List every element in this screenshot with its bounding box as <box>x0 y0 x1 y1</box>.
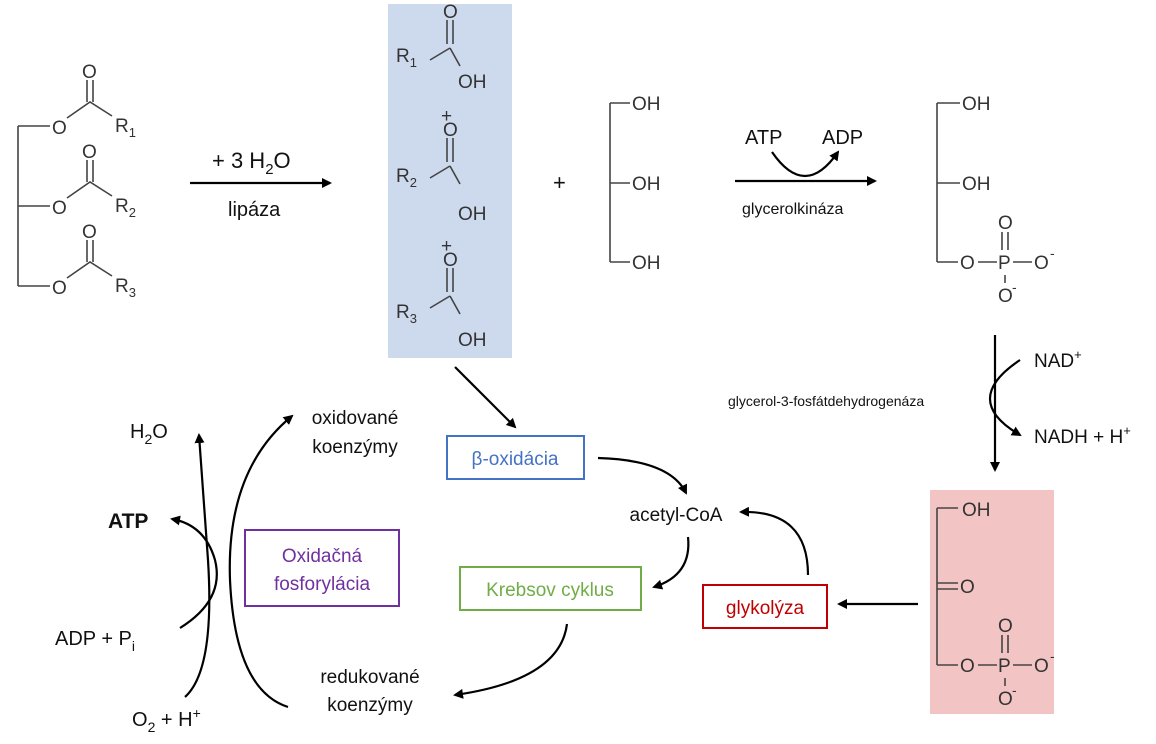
lipase-label: lipáza <box>228 199 281 221</box>
nad-curve <box>989 359 1022 437</box>
tg-r1: R <box>115 116 129 137</box>
fa-r1: R <box>396 46 410 67</box>
glycolysis-label: glykolýza <box>726 598 805 619</box>
acetyl-coa-label: acetyl-CoA <box>630 505 723 526</box>
fa-r3: R <box>396 302 410 323</box>
plus-glycerol: + <box>553 170 566 195</box>
fa3-oh: OH <box>458 330 487 351</box>
adp-to-atp-arrow <box>170 515 218 629</box>
svg-text:P: P <box>998 253 1011 274</box>
tg-carbonyl-o3: O <box>82 222 97 243</box>
svg-text:O: O <box>960 253 975 274</box>
nad-label: NAD+ <box>1034 347 1082 372</box>
svg-text:O: O <box>960 656 975 677</box>
svg-text:OH: OH <box>962 174 991 195</box>
kinase-label: glycerolkináza <box>742 201 843 218</box>
tg-r3: R <box>115 276 129 297</box>
svg-text:OH: OH <box>962 94 991 115</box>
svg-text:O: O <box>998 616 1013 637</box>
tg-o1: O <box>52 118 67 139</box>
adp-pi-label: ADP + Pi <box>55 628 135 654</box>
fa1-oh: OH <box>458 72 487 93</box>
fa3-o: O <box>443 250 458 271</box>
svg-text:P: P <box>998 656 1011 677</box>
svg-text:-: - <box>1012 279 1017 295</box>
fatty-acid-highlight-box <box>388 4 512 358</box>
hydrolysis-reagent: + 3 H2O <box>212 148 291 178</box>
svg-text:R1: R1 <box>396 46 417 70</box>
glycerol-3-phosphate: OH OH O P O - O O - <box>936 94 1055 307</box>
svg-text:R2: R2 <box>396 166 417 190</box>
dihydroxyacetone-phosphate: OH O O P O - O O - <box>936 500 1055 710</box>
beta-oxidation-label: β-oxidácia <box>472 449 559 470</box>
tg-r1-sub: 1 <box>129 125 136 140</box>
kinase-adp: ADP <box>822 127 863 149</box>
fa2-o: O <box>443 120 458 141</box>
svg-text:R3: R3 <box>115 276 136 300</box>
fa-r3-sub: 3 <box>410 311 417 326</box>
tg-r3-sub: 3 <box>129 285 136 300</box>
glycolysis-box[interactable] <box>702 584 828 629</box>
svg-text:O: O <box>1034 656 1049 677</box>
water-label: H2O <box>130 421 168 447</box>
svg-text:O: O <box>1034 253 1049 274</box>
oxphos-line2: fosforylácia <box>274 574 371 595</box>
krebs-cycle-box[interactable] <box>459 566 642 611</box>
plus-1: + <box>441 106 452 127</box>
svg-text:R2: R2 <box>115 196 136 220</box>
tg-carbonyl-o2: O <box>82 142 97 163</box>
tg-r2-sub: 2 <box>129 205 136 220</box>
oxygen-proton-label: O2 + H+ <box>132 705 201 735</box>
tg-carbonyl-o1: O <box>82 62 97 83</box>
fa-r2-sub: 2 <box>410 175 417 190</box>
oxidative-phosphorylation-box[interactable] <box>244 529 400 607</box>
tg-r2: R <box>115 196 129 217</box>
atp-adp-curve <box>771 150 840 178</box>
svg-text:OH: OH <box>632 94 661 115</box>
svg-text:-: - <box>1012 682 1017 698</box>
svg-text:OH: OH <box>962 500 991 521</box>
oxphos-line1: Oxidačná <box>282 546 363 567</box>
svg-text:OH: OH <box>632 174 661 195</box>
svg-text:R3: R3 <box>396 302 417 326</box>
svg-text:O: O <box>998 286 1013 307</box>
tg-o3: O <box>52 278 67 299</box>
fa1-o: O <box>443 2 458 23</box>
oxidized-coenzymes-1: oxidované <box>312 408 399 429</box>
svg-text:R1: R1 <box>115 116 136 140</box>
glycerol-structure: OH OH OH <box>609 94 661 274</box>
svg-text:OH: OH <box>632 253 661 274</box>
svg-text:-: - <box>1050 245 1055 261</box>
plus-2: + <box>441 236 452 257</box>
beta-oxidation-box[interactable] <box>446 435 585 480</box>
krebs-to-reduced-arrow <box>453 623 569 699</box>
triglyceride-structure: O O R1 O O R2 O O R3 <box>17 62 136 300</box>
svg-text:-: - <box>1050 648 1055 664</box>
dhap-highlight-box <box>930 490 1054 714</box>
krebs-cycle-label: Krebsov cyklus <box>486 580 614 601</box>
fa-r2: R <box>396 166 410 187</box>
reduced-coenzymes-2: koenzýmy <box>327 695 413 716</box>
fa-to-beta-arrow <box>454 366 517 429</box>
svg-text:O: O <box>998 689 1013 710</box>
beta-to-acetyl-arrow <box>597 456 688 495</box>
fa2-oh: OH <box>458 204 487 225</box>
dehydrogenase-label: glycerol-3-fosfátdehydrogenáza <box>728 393 924 409</box>
nadh-label: NADH + H+ <box>1034 423 1131 448</box>
oxygen-to-water-arrow <box>184 433 211 698</box>
reduced-to-oxidized-arrow <box>228 414 294 709</box>
reduced-coenzymes-1: redukované <box>320 667 419 688</box>
fatty-acids: R1 O OH + R2 O OH + R3 O OH <box>396 2 487 351</box>
oxidized-coenzymes-2: koenzýmy <box>312 437 398 458</box>
fa-r1-sub: 1 <box>410 55 417 70</box>
tg-o2: O <box>52 198 67 219</box>
atp-label: ATP <box>108 510 148 533</box>
glycolysis-to-acetyl-arrow <box>739 506 810 576</box>
svg-text:O: O <box>960 577 975 598</box>
acetyl-to-krebs-arrow <box>652 536 690 590</box>
svg-text:O: O <box>998 213 1013 234</box>
kinase-atp: ATP <box>745 127 782 149</box>
